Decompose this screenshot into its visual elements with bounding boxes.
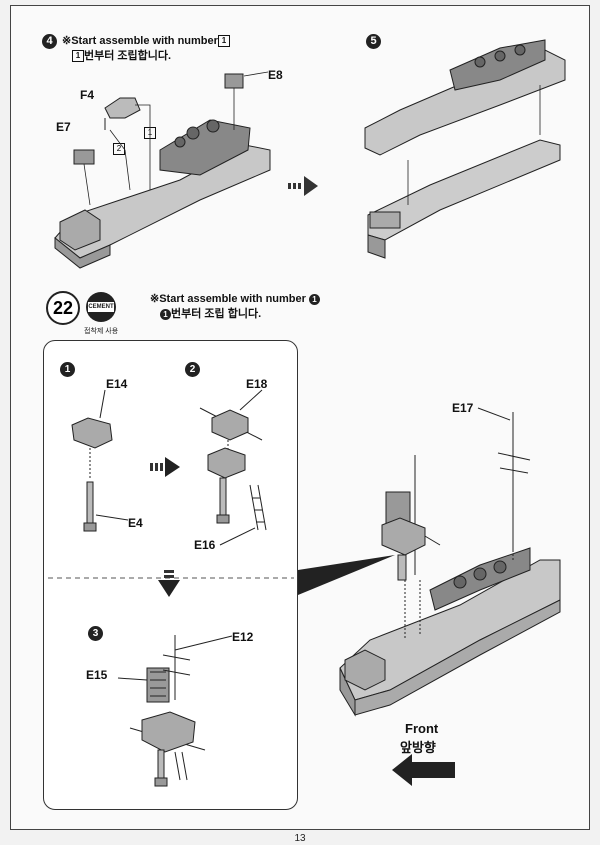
step-4-instruction-ko-text: 번부터 조립합니다. xyxy=(84,50,172,62)
part-label-e15: E15 xyxy=(86,668,108,682)
cement-icon-text: CEMENT xyxy=(88,302,114,312)
part-label-e18: E18 xyxy=(246,377,268,391)
part-label-e14: E14 xyxy=(106,377,128,391)
part-label-e4: E4 xyxy=(128,516,143,530)
step-22-instruction-en: ※Start assemble with number 1 xyxy=(150,292,320,307)
sub-step-1-badge: 1 xyxy=(60,362,75,377)
step-22-number-badge: 1 xyxy=(309,294,320,305)
sub-step-3-badge: 3 xyxy=(88,626,103,641)
part-label-e7: E7 xyxy=(56,120,71,134)
cement-caption: 접착제 사용 xyxy=(84,328,119,335)
front-label-en: Front xyxy=(405,721,439,736)
part-label-e16: E16 xyxy=(194,538,216,552)
part-label-e8: E8 xyxy=(268,68,283,82)
number-box: 1 xyxy=(72,50,84,63)
front-label-ko: 앞방향 xyxy=(400,740,436,755)
step-5-badge: 5 xyxy=(366,34,381,49)
page-number: 13 xyxy=(294,833,306,844)
part-label-e17: E17 xyxy=(452,401,474,415)
part-label-e12: E12 xyxy=(232,630,254,644)
part-label-f4: F4 xyxy=(80,88,95,102)
step-22-number-badge: 1 xyxy=(160,309,171,320)
step-22-badge: 22 xyxy=(46,291,80,325)
step-4-instruction-text: ※Start assemble with number xyxy=(62,35,218,47)
number-box: 1 xyxy=(217,35,230,48)
step-4-badge: 4 xyxy=(42,34,57,49)
sub-step-2-badge: 2 xyxy=(185,362,200,377)
